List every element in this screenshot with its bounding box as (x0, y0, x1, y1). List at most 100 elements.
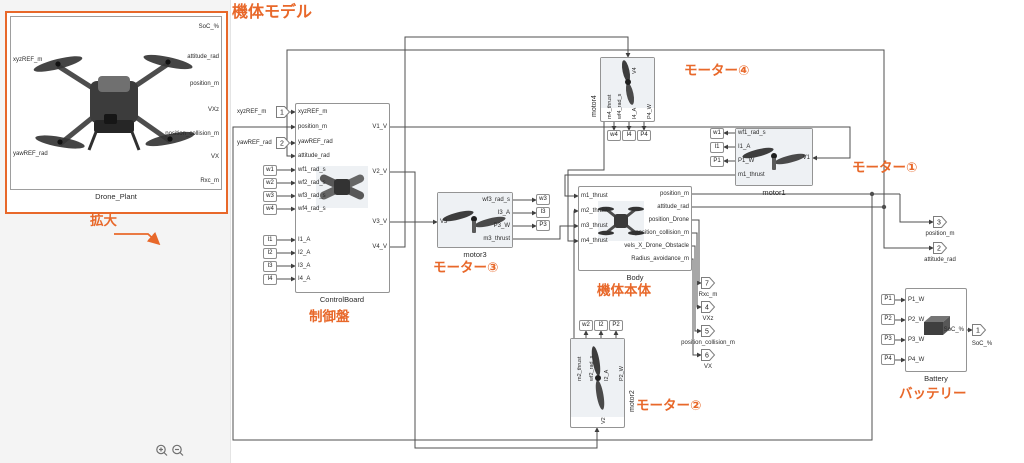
model-title[interactable]: 機体モデル (232, 4, 313, 21)
svg-text:1: 1 (976, 328, 980, 335)
port-label: position_m (659, 191, 689, 197)
outport-label: position_collision_m (681, 340, 735, 346)
annotation-body[interactable]: 機体本体 (597, 283, 651, 298)
svg-text:5: 5 (705, 329, 709, 336)
port-label: P2_W (619, 366, 625, 381)
goto-tag[interactable]: w3 (536, 194, 550, 205)
port-label: V2_V (372, 169, 387, 175)
svg-text:4: 4 (705, 305, 709, 312)
port-label: position_Drone (648, 217, 689, 223)
block-name: Body (626, 273, 644, 282)
from-tag[interactable]: w3 (263, 191, 277, 202)
port-label: attitude_rad (187, 54, 219, 60)
port-label: V2 (601, 417, 607, 424)
from-tag[interactable]: I3 (263, 261, 277, 272)
drone-image (33, 54, 195, 151)
outport-vx[interactable]: 6 (701, 349, 716, 361)
annotation-controlboard[interactable]: 制御盤 (309, 309, 350, 324)
annotation-motor4[interactable]: モーター④ (684, 63, 750, 78)
port-label: I3_A (298, 263, 311, 269)
goto-tag[interactable]: P3 (536, 220, 550, 231)
svg-text:6: 6 (705, 353, 709, 360)
port-label: attitude_rad (657, 204, 689, 210)
port-label: position_m (298, 124, 328, 130)
from-tag[interactable]: P2 (881, 314, 895, 325)
annotation-battery[interactable]: バッテリー (899, 386, 967, 401)
from-tag[interactable]: w4 (263, 204, 277, 215)
inport-2[interactable]: 2 (276, 137, 291, 149)
from-tag[interactable]: I1 (263, 235, 277, 246)
outport-vxz[interactable]: 4 (701, 301, 716, 313)
goto-tag[interactable]: w4 (607, 130, 621, 141)
outport-label: VX (703, 364, 712, 370)
port-label: Radius_avoidance_m (631, 256, 689, 262)
port-label: P3_W (493, 223, 510, 229)
port-label: SoC_% (198, 24, 219, 30)
port-label: wf2_rad_s (589, 355, 595, 381)
annotation-motor1[interactable]: モーター① (852, 160, 918, 175)
annotation-motor3[interactable]: モーター③ (433, 260, 499, 275)
svg-text:2: 2 (280, 141, 284, 148)
port-label: yawREF_rad (298, 139, 333, 145)
port-label: P4_W (908, 357, 925, 363)
inport-1[interactable]: 1 (276, 106, 291, 118)
port-label: wf4_rad_s (617, 93, 623, 119)
port-label: SoC_% (943, 327, 964, 333)
goto-tag[interactable]: I2 (594, 320, 608, 331)
goto-tag[interactable]: P4 (637, 130, 651, 141)
propeller-image (601, 58, 654, 108)
goto-tag[interactable]: I4 (622, 130, 636, 141)
goto-tag[interactable]: P1 (710, 156, 724, 167)
port-label: P1_W (738, 158, 755, 164)
outport-soc[interactable]: 1 (972, 324, 987, 336)
port-label: P1_W (908, 297, 925, 303)
port-label: position_collision_m (165, 131, 219, 137)
port-label: P3_W (908, 337, 925, 343)
from-tag[interactable]: P4 (881, 354, 895, 365)
port-label: m1_thrust (581, 193, 608, 199)
from-tag[interactable]: w2 (263, 178, 277, 189)
block-name: motor3 (463, 250, 487, 259)
propeller-image (571, 339, 624, 417)
battery-image (924, 316, 950, 335)
goto-tag[interactable]: P2 (609, 320, 623, 331)
inport-label: yawREF_rad (237, 140, 272, 146)
outport-rxc[interactable]: 7 (701, 277, 716, 289)
port-label: I4_A (632, 107, 638, 119)
svg-text:3: 3 (937, 220, 941, 227)
svg-text:1: 1 (280, 110, 284, 117)
goto-tag[interactable]: I1 (710, 142, 724, 153)
outport-attitude[interactable]: 2 (933, 242, 948, 254)
zoom-icons[interactable] (154, 443, 188, 459)
outport-collision[interactable]: 5 (701, 325, 716, 337)
outport-label: position_m (925, 231, 955, 237)
port-label: VXz (207, 107, 219, 113)
port-label: V3 (440, 219, 448, 225)
port-label: V4 (632, 67, 638, 74)
block-name: motor4 (591, 95, 598, 117)
goto-tag[interactable]: w1 (710, 128, 724, 139)
from-tag[interactable]: I2 (263, 248, 277, 259)
block-name: motor1 (762, 188, 786, 197)
from-tag[interactable]: w1 (263, 165, 277, 176)
goto-tag[interactable]: w2 (579, 320, 593, 331)
port-label: attitude_rad (298, 153, 330, 159)
port-label: vels_X_Drone_Obstacle (624, 243, 689, 249)
outport-position[interactable]: 3 (933, 216, 948, 228)
port-label: position_m (189, 81, 219, 87)
outport-label: SoC_% (971, 341, 993, 347)
from-tag[interactable]: P1 (881, 294, 895, 305)
port-label: m2_thrust (581, 208, 608, 214)
port-label: V4_V (372, 244, 387, 250)
propeller-image (438, 193, 512, 247)
inport-label: xyzREF_m (237, 109, 267, 115)
from-tag[interactable]: I4 (263, 274, 277, 285)
port-label: V1_V (372, 124, 387, 130)
port-label: wf1_rad_s (738, 130, 766, 136)
annotation-motor2[interactable]: モーター② (636, 398, 702, 413)
from-tag[interactable]: P3 (881, 334, 895, 345)
zoom-out-icon (172, 444, 182, 455)
goto-tag[interactable]: I3 (536, 207, 550, 218)
